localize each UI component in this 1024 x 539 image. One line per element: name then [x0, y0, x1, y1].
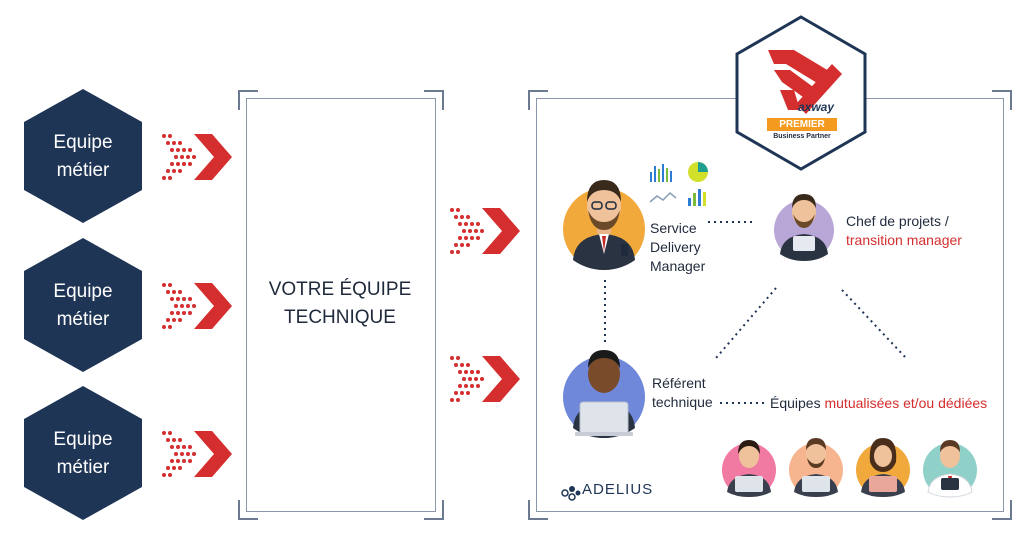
chef-label-line2: transition manager: [846, 232, 962, 248]
arrow-right-icon: [450, 356, 520, 402]
line-chart-icon: [649, 191, 677, 203]
hexagon-label-line1: Equipe: [53, 281, 113, 302]
sdm-label: Service Delivery Manager: [650, 219, 705, 276]
project-manager-avatar: [774, 194, 834, 261]
badge-brand: axway: [798, 100, 835, 114]
equipes-label-prefix: Équipes: [770, 395, 825, 411]
hexagon-equipe-metier-2: Equipe métier: [24, 238, 142, 372]
hexagon-shape: [24, 386, 142, 520]
bar-chart-icon: [650, 164, 672, 182]
sdm-label-line1: Service: [650, 220, 697, 236]
center-title-line1: VOTRE ÉQUIPE: [268, 279, 412, 300]
arrow-right-icon: [162, 283, 232, 329]
arrow-right-icon: [450, 208, 520, 254]
hexagon-label-line1: Equipe: [53, 132, 113, 153]
team-member-avatar: [722, 440, 776, 497]
analytics-icons: [649, 162, 708, 206]
referent-label-line1: Référent: [652, 375, 706, 391]
referent-label-line2: technique: [652, 394, 713, 410]
equipes-label-highlight: mutualisées et/ou dédiées: [824, 395, 988, 411]
chef-label: Chef de projets / transition manager: [846, 212, 962, 250]
badge-subtitle: Business Partner: [773, 133, 831, 140]
hexagon-shape: [24, 89, 142, 223]
hexagon-label-line2: métier: [56, 457, 110, 478]
service-delivery-manager-avatar: [563, 180, 645, 270]
pie-chart-icon: [688, 162, 708, 182]
technical-referent-avatar: [563, 350, 645, 438]
referent-label: Référent technique: [652, 374, 713, 412]
hexagon-label-line2: métier: [56, 309, 110, 330]
team-member-avatar: [856, 438, 910, 497]
arrow-right-icon: [162, 134, 232, 180]
hexagon-equipe-metier-3: Equipe métier: [24, 386, 142, 520]
equipes-label: Équipes mutualisées et/ou dédiées: [770, 394, 987, 413]
arrow-right-icon: [162, 431, 232, 477]
badge-tier: PREMIER: [779, 119, 825, 130]
sdm-label-line3: Manager: [650, 258, 706, 274]
center-frame: [238, 90, 444, 520]
center-title: VOTRE ÉQUIPE TECHNIQUE: [250, 276, 430, 332]
adelius-logo-icon: [561, 486, 581, 501]
axway-premier-badge: axway PREMIER Business Partner: [734, 14, 868, 172]
badge-hexagon-shape: [735, 15, 867, 171]
center-title-line2: TECHNIQUE: [284, 307, 396, 328]
team-member-avatar: [789, 438, 843, 497]
hexagon-shape: [24, 238, 142, 372]
team-member-avatar: [923, 440, 977, 498]
adelius-logo: ADELIUS: [560, 480, 656, 504]
axway-logo-icon: [768, 50, 842, 114]
chef-label-line1: Chef de projets /: [846, 213, 949, 229]
column-chart-icon: [688, 189, 706, 206]
adelius-logo-text: ADELIUS: [582, 481, 654, 498]
hexagon-label-line1: Equipe: [53, 429, 113, 450]
sdm-label-line2: Delivery: [650, 239, 701, 255]
hexagon-label-line2: métier: [56, 160, 110, 181]
hexagon-equipe-metier-1: Equipe métier: [24, 89, 142, 223]
